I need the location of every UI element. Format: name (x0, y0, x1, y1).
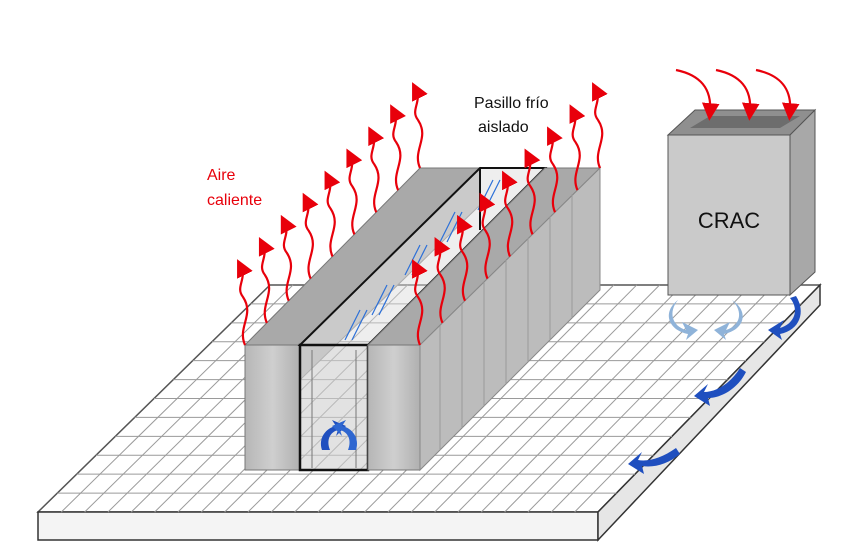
hot-air-label-line1: Aire (207, 167, 236, 184)
hot-air-arrows (237, 82, 608, 346)
rack-row-right (366, 166, 602, 472)
hot-air-arrow-icon (547, 126, 563, 213)
hot-air-arrow-icon (434, 236, 451, 324)
cold-air-arrow-icon (628, 448, 680, 474)
rack-row-left (243, 166, 482, 471)
hot-air-arrow-icon (390, 104, 406, 191)
hot-air-arrow-icon (715, 68, 760, 121)
hot-air-arrow-icon (258, 236, 275, 324)
hot-air-arrow-icon (479, 192, 496, 280)
hot-air-arrow-icon (324, 170, 341, 257)
hot-air-arrow-icon (237, 259, 253, 346)
crac-label: CRAC (698, 208, 760, 233)
hot-air-arrow-icon (675, 68, 720, 121)
cold-aisle-label-line1: Pasillo frío (474, 95, 549, 112)
hot-air-arrow-icon (592, 82, 608, 169)
hot-air-arrow-icon (302, 192, 319, 280)
hot-air-arrow-icon (412, 82, 428, 169)
cold-aisle-label-line2: aislado (478, 119, 529, 136)
hot-air-label-line2: caliente (207, 192, 262, 209)
hot-air-arrow-icon (368, 126, 385, 213)
hot-air-arrow-icon (524, 148, 541, 235)
hot-air-arrow-icon (755, 68, 800, 121)
hot-air-arrow-icon (280, 214, 297, 302)
return-air-arrow-icon (668, 300, 698, 340)
crac-unit: CRAC (666, 108, 817, 297)
hot-air-arrow-icon (569, 104, 586, 191)
cold-air-arrow-icon (768, 296, 801, 340)
hot-air-arrow-icon (346, 148, 363, 235)
cold-air-arrows (320, 296, 801, 474)
cold-air-arrow-icon (694, 368, 746, 406)
hot-air-arrow-icon (412, 259, 428, 346)
cold-air-arrow-icon (332, 420, 358, 450)
crac-intake-arrows (675, 68, 800, 121)
hot-air-arrow-icon (457, 214, 473, 302)
return-air-arrow-icon (714, 300, 743, 340)
hot-air-arrow-icon (502, 170, 518, 257)
